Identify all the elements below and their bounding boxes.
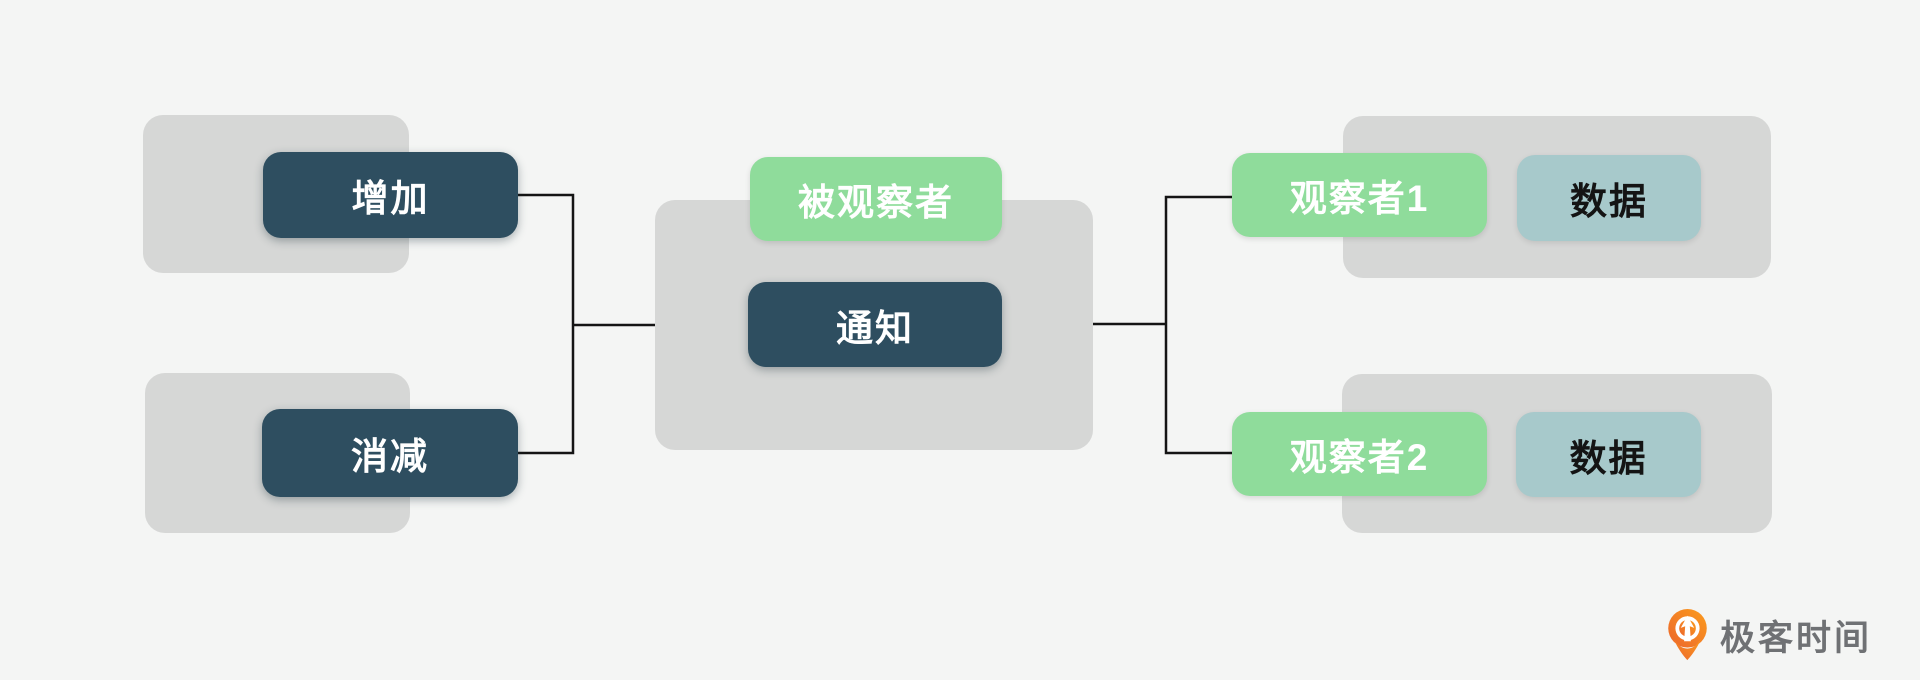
geektime-logo-icon (1668, 609, 1707, 661)
node-observer1: 观察者1 (1232, 153, 1487, 237)
left-bracket-connector (518, 193, 656, 455)
node-observer2: 观察者2 (1232, 412, 1487, 496)
node-notify: 通知 (748, 282, 1002, 367)
brand-logo: 极客时间 (1666, 604, 1872, 666)
node-observer2-data: 数据 (1516, 412, 1701, 497)
brand-name: 极客时间 (1720, 618, 1873, 658)
node-decrease: 消减 (262, 409, 518, 497)
right-bracket-connector (1093, 195, 1232, 455)
node-subject: 被观察者 (750, 157, 1002, 241)
node-increase: 增加 (263, 152, 518, 238)
node-observer1-data: 数据 (1517, 155, 1701, 241)
